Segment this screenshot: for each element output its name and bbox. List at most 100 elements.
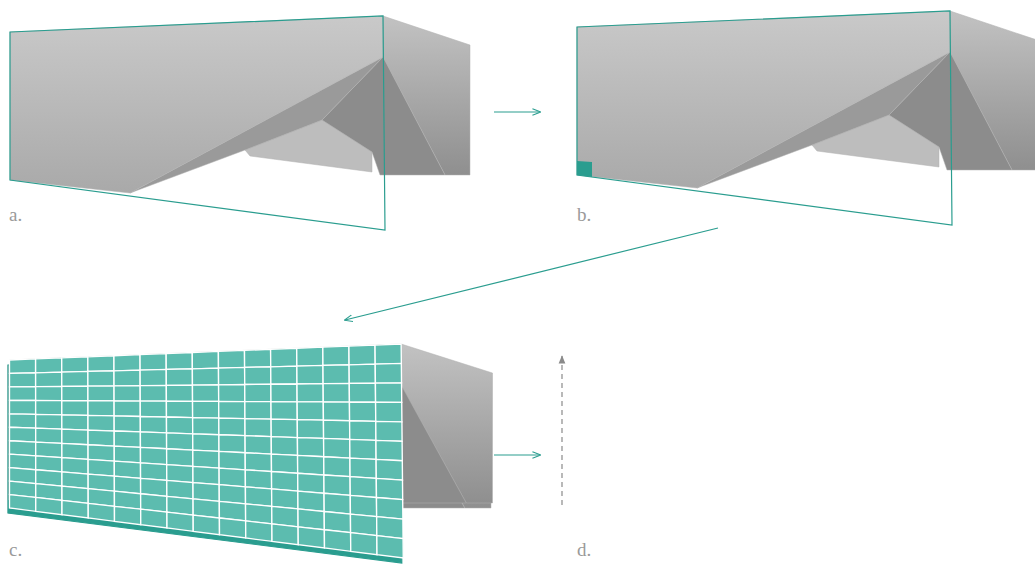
grid-cell [193,483,219,502]
grid-cell [10,414,36,428]
grid-cell [193,450,219,468]
grid-cell [193,515,219,535]
grid-cell [36,414,62,429]
grid-cell [271,437,297,456]
grid-cell [167,433,193,450]
grid-cell [375,363,401,383]
grid-cell [10,441,36,456]
grid-cell [245,487,271,507]
grid-cell [192,351,218,368]
grid-cell [375,344,401,364]
grid-cell [88,415,114,431]
grid-cell [219,401,245,418]
grid-cell [62,357,88,372]
grid-cell [271,366,297,384]
grid-cell [114,386,140,401]
grid-cell [88,459,114,476]
grid-cell [167,512,193,531]
grid-cell [140,447,166,464]
grid-cell [219,418,245,436]
grid-cell [376,402,402,422]
grid-cell [88,503,114,521]
grid-cell [324,438,350,458]
grid-cell [350,458,376,478]
grid-cell [166,369,192,386]
step-arrow [494,454,540,455]
grid-cell [193,466,219,484]
block-front-face [8,349,400,526]
grid-cell [324,511,350,532]
grid-cell [351,533,377,555]
grid-cell [140,369,166,385]
panel-label: b. [577,205,591,224]
grid-cell [245,419,271,437]
grid-cell [219,451,245,469]
grid-cell [167,465,193,483]
grid-cell [271,384,297,402]
grid-cell [218,367,244,384]
grid-cell [219,468,245,487]
grid-cell [376,498,402,520]
panel-label: c. [9,540,22,559]
cutting-plane [577,11,952,225]
block-front-face [577,11,950,188]
grid-cell [166,385,192,401]
grid-cell [324,475,350,495]
grid-cell [114,506,140,524]
grid-cell [271,348,297,367]
grid-cell [219,385,245,402]
grid-cell [219,485,245,504]
grid-cell [297,438,323,457]
grid-cell [324,457,350,477]
grid-cell [62,443,88,459]
cut-tip-face [337,385,466,503]
grid-cell [375,383,401,402]
grid-cell [324,493,350,514]
grid-cell [323,383,349,402]
grid-cell [323,365,349,384]
grid-cell [298,473,324,493]
grid-cell [88,430,114,446]
grid-cell [349,345,375,365]
grid-cell [271,454,297,473]
grid-cell [297,402,323,420]
grid-cell [192,368,218,385]
block-front-face [10,344,402,521]
cutting-plane [8,349,402,563]
grid-cell [140,432,166,449]
grid-cell [350,514,376,536]
grid-cell [114,431,140,447]
grid-cell [167,449,193,467]
grid-cell [166,353,192,370]
grid-cell [350,477,376,498]
grid-cell [298,455,324,475]
grid-cell [36,372,62,387]
start-cell [577,161,592,177]
grid-cell [245,367,271,385]
grid-cell [62,401,88,416]
grid-cell [10,495,36,512]
grid-cell [297,420,323,439]
grid-cell [36,400,62,414]
grid-cell [297,384,323,402]
grid-cell [88,445,114,461]
grid-cell [140,401,166,417]
grid-cell [114,370,140,386]
grid-cell [193,401,219,418]
grid-cell [166,401,192,417]
panel-a [10,16,470,230]
panel-label: a. [9,205,22,224]
grid-cell [297,347,323,366]
grid-cell [272,489,298,509]
grid-cell [36,386,62,400]
grid-cell [350,421,376,441]
grid-cell [349,364,375,383]
grid-cell [140,354,166,371]
grid-cell [88,386,114,401]
grid-cell [62,415,88,430]
grid-cell [271,472,297,492]
grid-cell [140,416,166,432]
grid-cell [324,530,350,552]
grid-cell [323,420,349,439]
